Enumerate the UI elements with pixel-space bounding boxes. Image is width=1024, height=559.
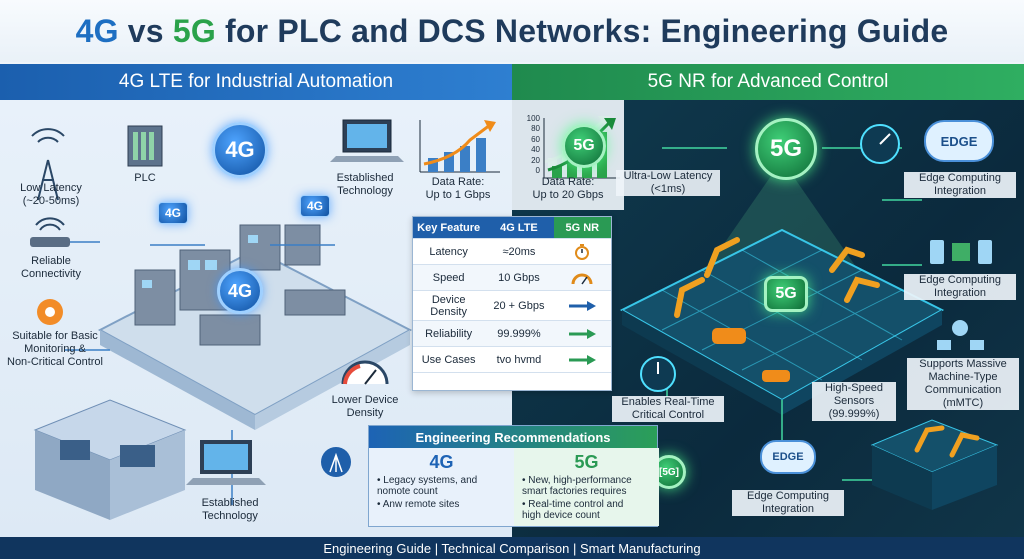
laptop-icon bbox=[330, 119, 404, 162]
title-bar: 4G vs 5G for PLC and DCS Networks: Engin… bbox=[0, 0, 1024, 62]
title-vs: vs bbox=[118, 12, 173, 49]
label-lower-density: Lower Device Density bbox=[331, 394, 399, 419]
recommendation-4g: 4G • Legacy systems, and nomote count • … bbox=[369, 448, 514, 526]
edge-cloud-1: EDGE bbox=[924, 120, 994, 162]
right-header: 5G NR for Advanced Control bbox=[512, 64, 1024, 100]
axis-tick: 100 bbox=[526, 114, 540, 123]
router-icon bbox=[30, 217, 70, 247]
mini-chart-5g-axis: 100 80 60 40 20 0 bbox=[514, 114, 540, 176]
gauge-icon bbox=[554, 265, 611, 290]
tower-icon bbox=[31, 128, 65, 201]
label-reliable: Reliable Connectivity bbox=[21, 255, 81, 280]
label-realtime: Enables Real-Time Critical Control bbox=[612, 396, 724, 422]
badge-4g-center: 4G bbox=[217, 268, 263, 314]
label-plc: PLC bbox=[134, 172, 156, 184]
badge-5g-side: 5G bbox=[562, 124, 606, 168]
arrow-right-icon bbox=[554, 347, 611, 372]
bar-5g-1 bbox=[552, 166, 562, 178]
table-header-5g: 5G NR bbox=[553, 217, 611, 238]
comparison-table: Key Feature 4G LTE 5G NR Latency ≈20ms S… bbox=[412, 216, 612, 391]
laptop-bottom-icon bbox=[186, 440, 266, 485]
table-cell-4g: 99.999% bbox=[497, 327, 541, 340]
axis-tick: 40 bbox=[531, 145, 540, 155]
devices-icon bbox=[930, 240, 992, 264]
stopwatch-icon bbox=[554, 239, 611, 264]
badge-4g-tag2: 4G bbox=[300, 195, 330, 217]
iot-network-icon bbox=[937, 320, 984, 350]
label-high-speed: High-Speed Sensors (99.999%) bbox=[812, 382, 896, 421]
recommendation-4g-label: 4G bbox=[429, 452, 454, 472]
bar-5g-2 bbox=[567, 156, 577, 178]
table-cell-feature: Latency bbox=[429, 245, 468, 258]
label-ultra-low-latency: Ultra-Low Latency (<1ms) bbox=[616, 170, 720, 196]
table-cell-4g: 20 + Gbps bbox=[493, 299, 545, 312]
table-row: Use Cases tvo hvmd bbox=[413, 347, 611, 373]
table-header-feature: Key Feature bbox=[417, 221, 481, 234]
label-mmtc: Supports Massive Machine-Type Communicat… bbox=[907, 358, 1019, 410]
badge-5g-main: 5G bbox=[755, 118, 817, 180]
gear-icon bbox=[37, 299, 63, 325]
label-data-rate-5g: Data Rate: Up to 20 Gbps bbox=[532, 176, 604, 201]
engineering-recommendations: Engineering Recommendations 4G • Legacy … bbox=[368, 425, 659, 527]
title-rest: for PLC and DCS Networks: Engineering Gu… bbox=[215, 12, 949, 49]
table-row: Reliability 99.999% bbox=[413, 321, 611, 347]
table-row: Latency ≈20ms bbox=[413, 239, 611, 265]
edge-cloud-2: EDGE bbox=[760, 440, 816, 474]
arrow-right-icon bbox=[554, 291, 611, 320]
table-row: Device Density 20 + Gbps bbox=[413, 291, 611, 321]
label-data-rate-4g: Data Rate: Up to 1 Gbps bbox=[425, 176, 491, 201]
title-5g: 5G bbox=[172, 12, 216, 49]
axis-tick: 60 bbox=[531, 134, 540, 144]
table-cell-4g: 10 Gbps bbox=[498, 271, 540, 284]
label-low-latency: Low Latency (~20-50ms) bbox=[20, 182, 82, 207]
label-suitable: Suitable for Basic Monitoring & Non-Crit… bbox=[7, 330, 103, 368]
table-cell-4g: tvo hvmd bbox=[496, 353, 542, 366]
label-established-bottom: Established Technology bbox=[201, 497, 259, 522]
table-cell-feature: Speed bbox=[432, 271, 465, 284]
footer: Engineering Guide | Technical Comparison… bbox=[0, 537, 1024, 559]
arrow-right-icon bbox=[554, 321, 611, 346]
left-header: 4G LTE for Industrial Automation bbox=[0, 64, 512, 100]
table-cell-4g: ≈20ms bbox=[502, 245, 536, 258]
axis-tick: 20 bbox=[531, 155, 540, 165]
recommendation-5g-label: 5G bbox=[574, 452, 599, 472]
recommendation-4g-bullet: • Anw remote sites bbox=[377, 499, 460, 510]
title-4g: 4G bbox=[75, 12, 119, 49]
recommendation-5g-bullet: • New, high-performance smart factories … bbox=[522, 475, 632, 497]
table-header-row: Key Feature 4G LTE 5G NR bbox=[413, 217, 611, 239]
axis-tick: 0 bbox=[535, 166, 540, 176]
label-edge-integration-2: Edge Computing Integration bbox=[904, 274, 1016, 300]
data-rate-4g-chart bbox=[419, 120, 500, 173]
page-title: 4G vs 5G for PLC and DCS Networks: Engin… bbox=[76, 13, 949, 50]
table-row: Speed 10 Gbps bbox=[413, 265, 611, 291]
badge-4g-tag1: 4G bbox=[158, 202, 188, 224]
axis-tick: 80 bbox=[531, 124, 540, 134]
gauge-icon bbox=[341, 360, 389, 385]
recommendation-5g-bullet: • Real-time control and high device coun… bbox=[522, 499, 624, 521]
badge-5g-center: 5G bbox=[764, 276, 808, 312]
table-cell-feature: Use Cases bbox=[421, 353, 476, 366]
table-cell-feature: Device Density bbox=[430, 293, 467, 318]
table-header-4g: 4G LTE bbox=[500, 221, 538, 234]
label-established-top: Established Technology bbox=[336, 172, 394, 197]
recommendation-5g: 5G • New, high-performance smart factori… bbox=[514, 448, 659, 526]
badge-4g-main: 4G bbox=[212, 122, 268, 178]
recommendation-4g-bullet: • Legacy systems, and nomote count bbox=[377, 475, 478, 497]
plc-icon bbox=[127, 125, 163, 167]
label-edge-integration-3: Edge Computing Integration bbox=[732, 490, 844, 516]
recommendations-title: Engineering Recommendations bbox=[369, 426, 657, 448]
label-edge-integration-1: Edge Computing Integration bbox=[904, 172, 1016, 198]
table-cell-feature: Reliability bbox=[425, 327, 473, 340]
